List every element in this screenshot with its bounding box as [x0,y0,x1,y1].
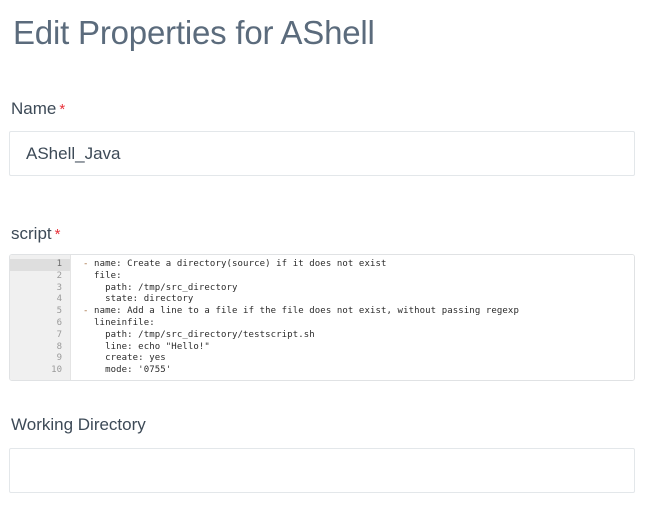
yaml-list-dash: - [83,259,95,269]
editor-code-line: line: echo "Hello!" [83,341,210,352]
editor-horizontal-scrollbar[interactable] [71,377,633,380]
working-directory-label-text: Working Directory [11,415,146,434]
editor-code-line: file: [83,270,122,281]
editor-code-line: - name: Create a directory(source) if it… [83,259,387,269]
editor-code-line: path: /tmp/src_directory/testscript.sh [83,329,315,340]
editor-code-line: lineinfile: [83,317,155,328]
editor-code-line: state: directory [83,294,194,305]
editor-line-number: 7 [56,329,62,340]
editor-code-line: path: /tmp/src_directory [83,282,238,293]
editor-line-number: 5 [56,306,62,317]
name-label-text: Name [11,99,57,118]
name-input[interactable] [9,131,635,176]
yaml-list-dash: - [83,306,95,317]
editor-line-number: 3 [56,282,62,293]
editor-code-line: create: yes [83,353,166,364]
editor-line-number: 4 [56,294,62,305]
script-label-text: script [11,224,52,243]
working-directory-input[interactable] [9,448,635,493]
name-required-asterisk: * [59,101,66,118]
editor-line-number: 2 [56,270,62,281]
page-title: Edit Properties for AShell [13,14,375,51]
editor-code-line: mode: '0755' [83,365,172,376]
editor-code-area[interactable]: - name: Create a directory(source) if it… [71,255,634,380]
working-directory-field-label: Working Directory [9,415,146,435]
script-field-label: script* [9,224,60,245]
editor-line-number: 1 [10,259,70,271]
editor-line-number: 9 [56,353,62,364]
editor-line-number: 8 [56,341,62,352]
script-required-asterisk: * [54,226,61,243]
name-field-label: Name* [9,99,65,120]
editor-line-number: 10 [51,365,62,376]
editor-line-number: 6 [56,317,62,328]
editor-code-line: - name: Add a line to a file if the file… [83,306,519,317]
